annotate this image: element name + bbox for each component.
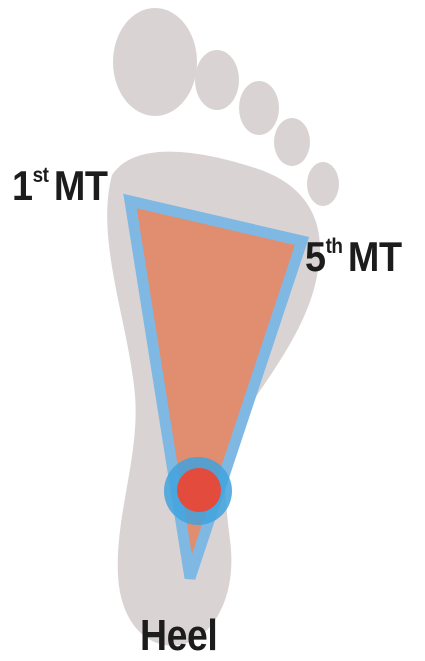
first-mt-suffix: st xyxy=(33,164,49,187)
fourth-toe xyxy=(274,118,310,166)
heel-label: Heel xyxy=(140,614,217,658)
first-mt-number: 1 xyxy=(12,162,33,209)
fifth-mt-suffix: th xyxy=(326,235,343,258)
first-mt-text: MT xyxy=(54,162,108,209)
big-toe xyxy=(113,8,197,116)
fifth-mt-number: 5 xyxy=(305,233,326,280)
fifth-mt-text: MT xyxy=(348,233,402,280)
center-of-pressure-point xyxy=(177,468,221,512)
fifth-toe xyxy=(307,162,339,206)
second-toe xyxy=(195,50,239,110)
third-toe xyxy=(239,81,279,135)
